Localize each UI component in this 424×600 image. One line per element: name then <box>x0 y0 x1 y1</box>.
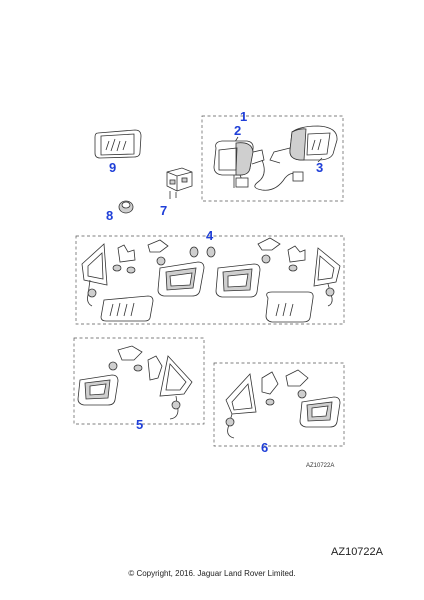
assembly-6-bracket-part[interactable] <box>261 369 309 406</box>
mirror-assembly-left-part[interactable] <box>213 140 265 188</box>
assembly-5-bracket-part[interactable] <box>108 345 163 381</box>
leader-3 <box>317 157 323 163</box>
assembly-5-housing-part[interactable] <box>159 355 193 420</box>
assembly-group-box-1 <box>201 115 344 202</box>
callout-3[interactable]: 3 <box>316 160 323 175</box>
callout-5[interactable]: 5 <box>136 417 143 432</box>
glass-frame-right-part[interactable] <box>215 263 261 298</box>
assembly-group-box-4 <box>75 235 345 325</box>
mirror-assembly-right-part[interactable] <box>269 125 338 164</box>
figure-code-label: AZ10722A <box>306 463 334 469</box>
glass-frame-left-part[interactable] <box>157 261 205 297</box>
connector-icon <box>292 171 304 182</box>
callout-4[interactable]: 4 <box>206 228 214 243</box>
reference-code: AZ10722A <box>331 546 383 558</box>
callout-9[interactable]: 9 <box>109 160 116 175</box>
cap-icon <box>189 246 199 258</box>
bracket-right-part[interactable] <box>287 245 306 272</box>
assembly-5-frame-part[interactable] <box>77 374 119 406</box>
housing-right-part[interactable] <box>313 247 341 307</box>
callout-8[interactable]: 8 <box>106 208 113 223</box>
assembly-6-housing-part[interactable] <box>225 373 257 439</box>
assembly-6-frame-part[interactable] <box>299 396 341 428</box>
callout-2[interactable]: 2 <box>234 123 241 138</box>
callout-1[interactable]: 1 <box>240 109 247 124</box>
callout-7[interactable]: 7 <box>160 203 167 218</box>
motor-bracket-left-part[interactable] <box>147 239 169 266</box>
switch-module-part[interactable] <box>166 167 193 199</box>
housing-left-part[interactable] <box>81 243 108 307</box>
wiring-harness <box>254 159 299 191</box>
glass-left-part[interactable] <box>100 295 154 322</box>
assembly-group-box-5 <box>73 337 205 425</box>
cap-part[interactable] <box>118 200 134 214</box>
assembly-group-box-6 <box>213 362 345 447</box>
copyright-notice: © Copyright, 2016. Jaguar Land Rover Lim… <box>128 569 296 578</box>
glass-right-part[interactable] <box>265 291 314 323</box>
motor-bracket-right-part[interactable] <box>257 237 281 264</box>
cap-icon <box>206 246 216 258</box>
mirror-glass-part[interactable] <box>94 129 142 159</box>
bracket-left-part[interactable] <box>112 244 136 274</box>
callout-6[interactable]: 6 <box>261 440 268 455</box>
